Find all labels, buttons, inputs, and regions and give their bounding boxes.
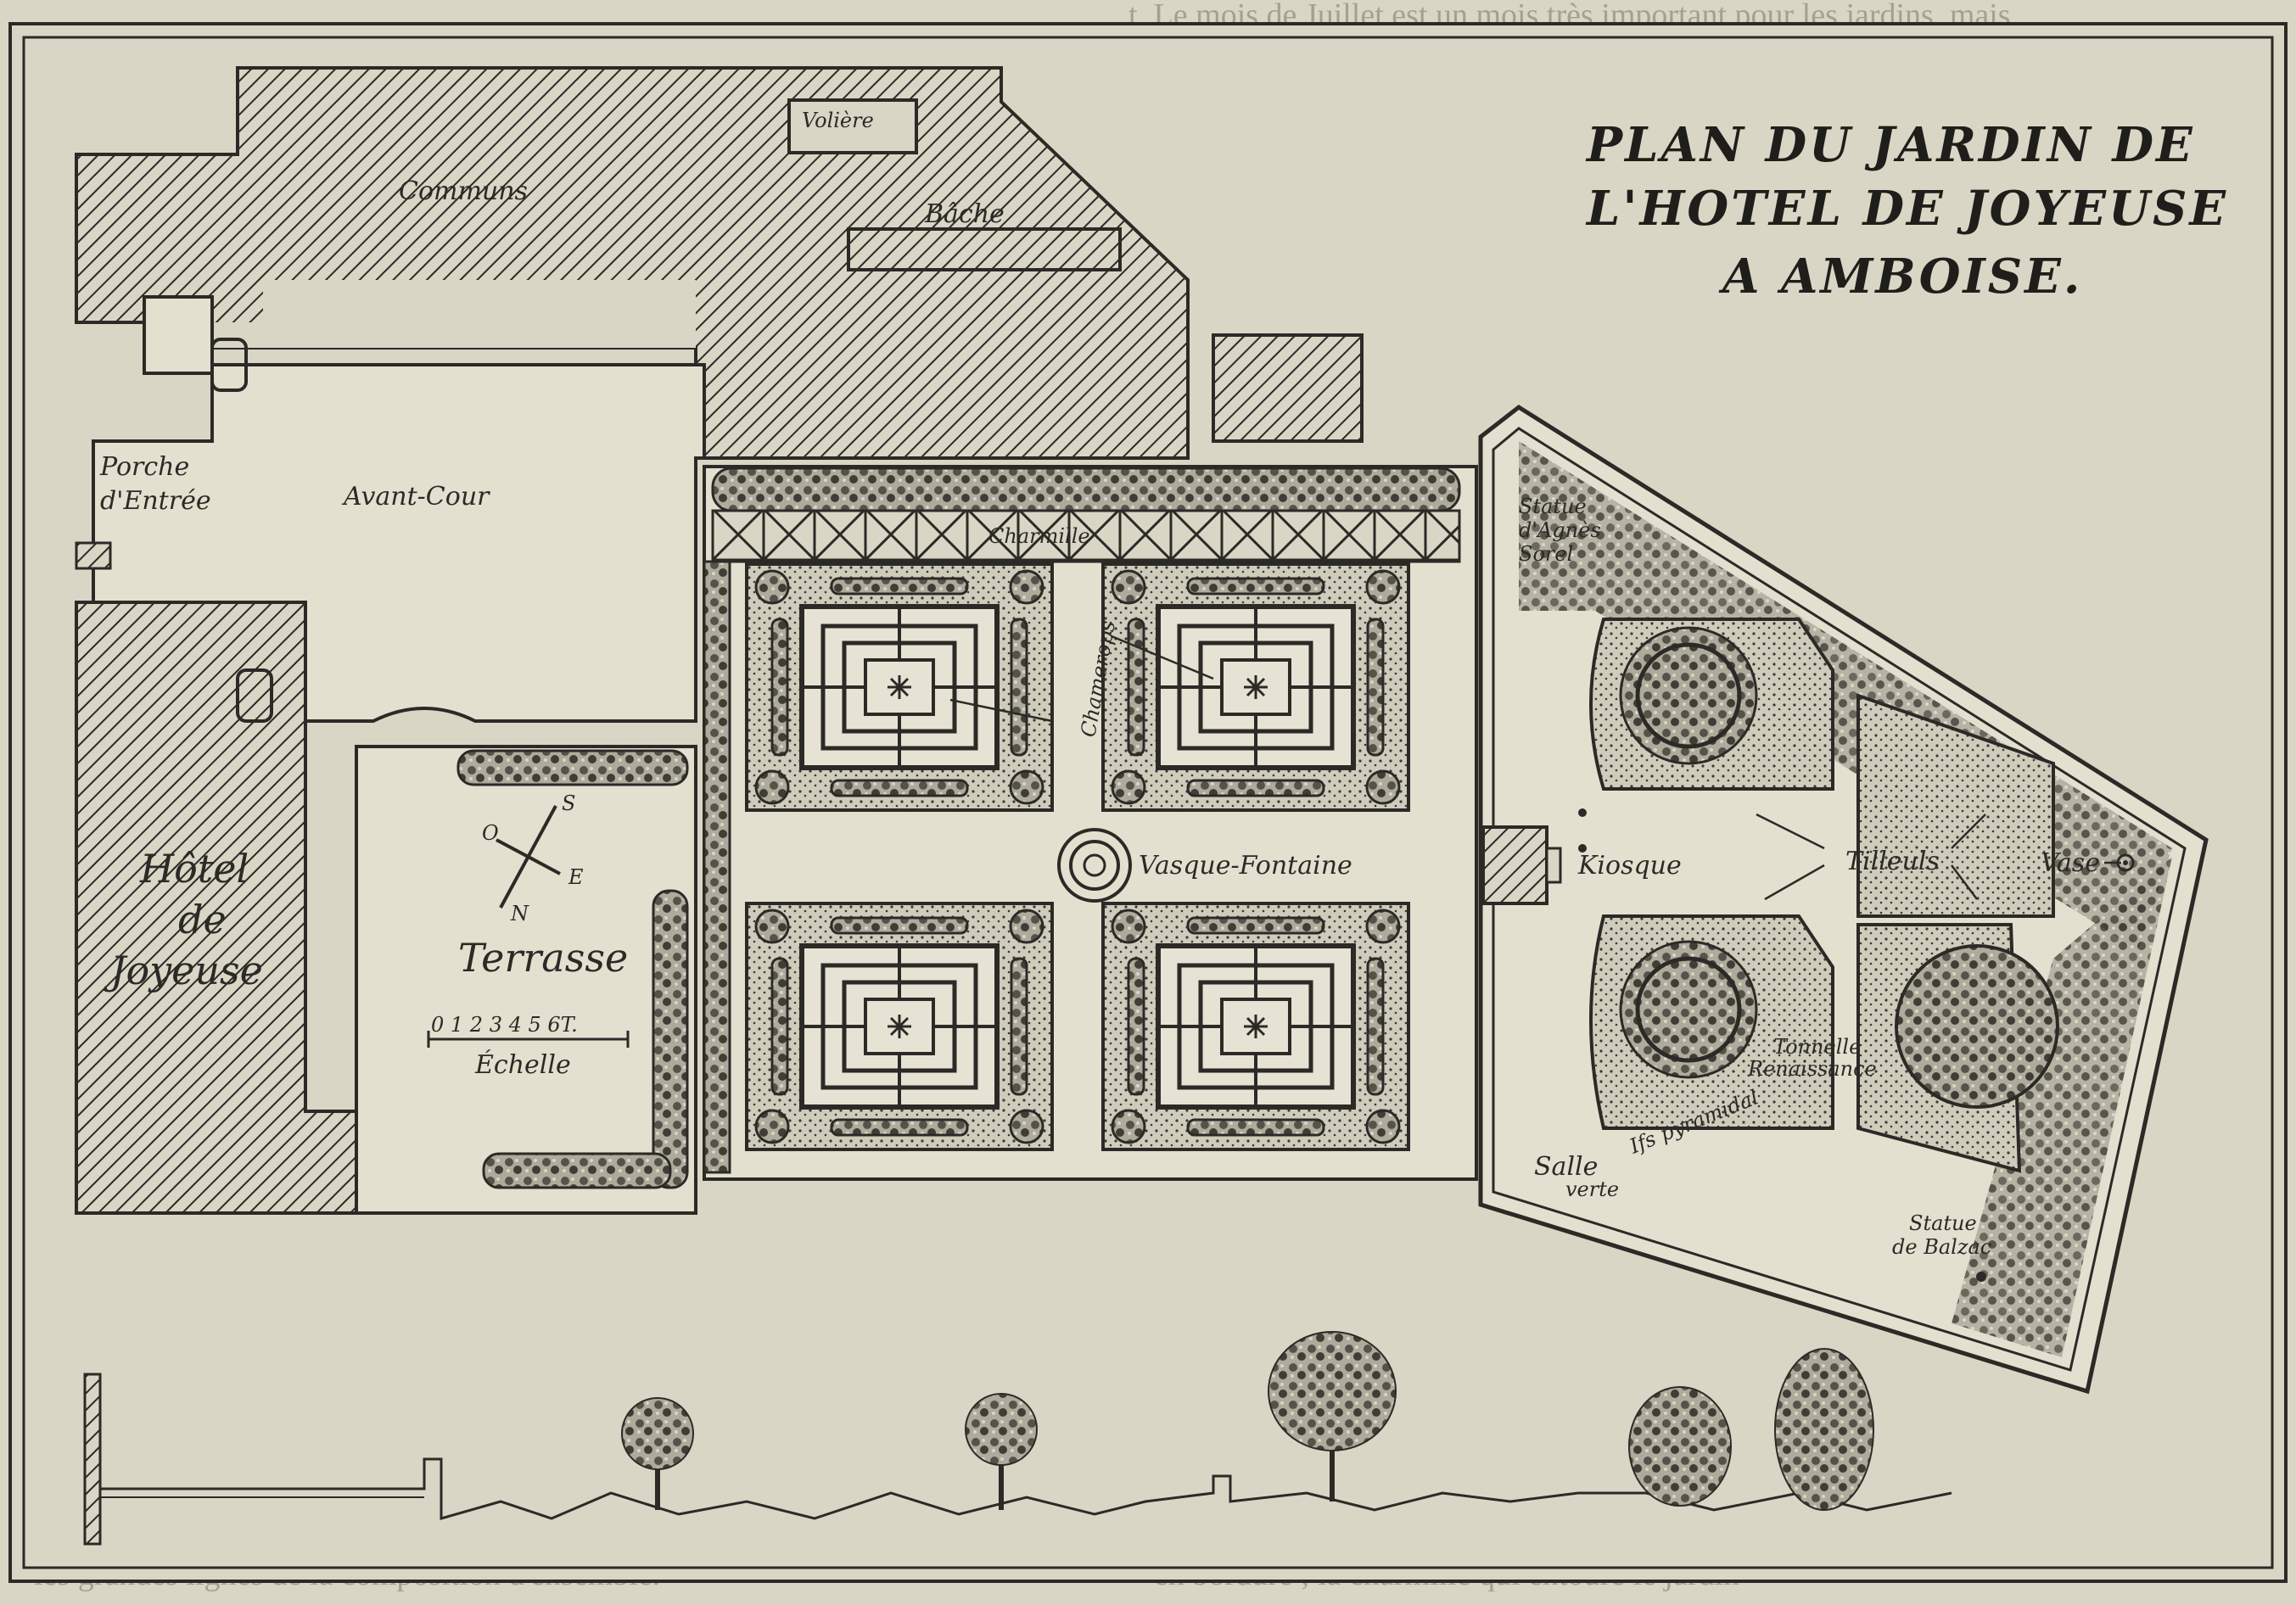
compass-n: N (510, 902, 529, 926)
tilleuls-parterre-north (1589, 618, 1834, 791)
porche-label-1: Porche (99, 452, 189, 482)
elevation-section (83, 1373, 1952, 1546)
scale-ticks: 0 1 2 3 4 5 6T. (431, 1013, 578, 1037)
hotel-label-2: de (178, 897, 227, 942)
kiosque-label: Kiosque (1577, 851, 1682, 881)
vasque-fontaine (1057, 828, 1132, 903)
tree-icon (1774, 1348, 1874, 1511)
kiosque-building (1481, 825, 1548, 905)
compass-e: E (568, 865, 584, 889)
statue-balzac-label-1: Statue (1909, 1211, 1977, 1235)
plan-title-line1: PLAN DU JARDIN DE (1585, 117, 2195, 173)
tilleuls-parterre-south (1589, 914, 1834, 1130)
tonnelle-label-1: Tonnelle (1773, 1035, 1861, 1059)
scale-label: Échelle (474, 1049, 571, 1080)
inner-frame (22, 36, 2274, 1569)
tilleuls-label: Tilleuls (1845, 847, 1940, 876)
charmille-hedge (711, 467, 1461, 512)
statue-balzac-label-2: de Balzac (1892, 1235, 1991, 1259)
scale-bar (427, 1031, 630, 1048)
tonnelle-label-2: Renaissance (1747, 1057, 1877, 1081)
compass-o: O (482, 821, 499, 845)
statue-sorel-label-3: Sorel (1519, 542, 1573, 566)
compass-s: S (562, 791, 575, 815)
terrasse-label: Terrasse (458, 935, 628, 981)
bache-label: Bâche (924, 199, 1005, 229)
plan-title-line3: A AMBOISE. (1718, 249, 2082, 305)
tonnelle (1895, 944, 2059, 1109)
palm-icon (621, 1397, 694, 1510)
vase-label: Vase (2041, 848, 2100, 878)
terrasse-area (355, 745, 697, 1215)
label-leaders (949, 635, 2121, 901)
porche-label-2: d'Entrée (100, 486, 211, 516)
vase-icon (2116, 853, 2135, 872)
tree-icon (1628, 1386, 1732, 1507)
statue-sorel-label-2: d'Agnès (1519, 518, 1601, 542)
hotel-label-3: Joyeuse (104, 948, 263, 993)
avant-cour-label: Avant-Cour (341, 482, 490, 512)
annex-building (1212, 333, 1364, 443)
voliere-label: Volière (802, 109, 874, 132)
tree-icon (1268, 1331, 1397, 1502)
plan-title-line2: L'HOTEL DE JOYEUSE (1585, 181, 2228, 237)
communs-label: Communs (399, 176, 528, 206)
salle-label-1: Salle (1534, 1152, 1598, 1182)
charmille-trellis (711, 509, 1461, 563)
vasque-label: Vasque-Fontaine (1139, 851, 1352, 881)
palm-icon (965, 1393, 1038, 1510)
bache-building (847, 227, 1122, 271)
salle-label-2: verte (1565, 1177, 1619, 1201)
compass-icon (496, 805, 561, 909)
statue-sorel-label-1: Statue (1519, 495, 1587, 518)
voliere-building (787, 98, 918, 154)
charmille-label: Charmille (988, 524, 1090, 548)
hotel-label-1: Hôtel (139, 846, 249, 892)
